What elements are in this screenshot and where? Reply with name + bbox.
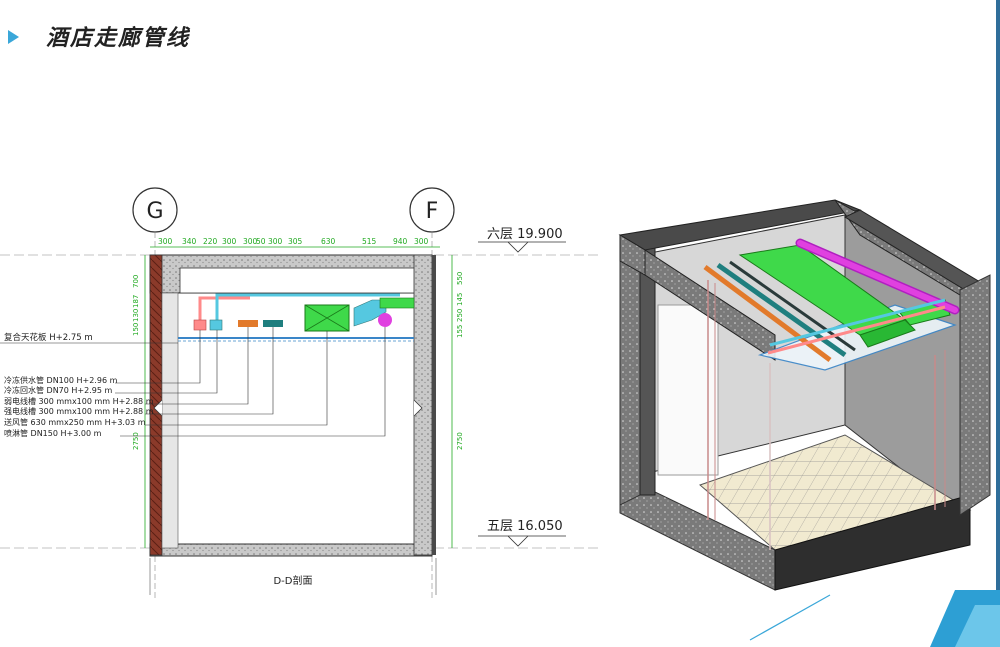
dim-top-7: 305 xyxy=(288,237,303,246)
dim-left-0: 700 xyxy=(132,275,140,288)
grid-label-g: G xyxy=(146,199,163,224)
isometric-view xyxy=(618,199,991,591)
left-wall-finish xyxy=(161,292,179,549)
top-dimensions: 300 340 220 300 300 50 300 305 630 515 9… xyxy=(158,237,429,246)
pipe-label: 冷冻回水管 DN70 H+2.95 m xyxy=(4,385,112,395)
dim-top-6: 300 xyxy=(268,237,283,246)
iso-return-pipe xyxy=(769,298,946,347)
weak-current-tray xyxy=(238,320,258,327)
corner-decoration xyxy=(749,590,1000,647)
left-column xyxy=(619,234,641,506)
level-bottom-label: 五层 16.050 xyxy=(487,519,563,534)
dim-top-8: 630 xyxy=(321,237,336,246)
page-title: 酒店走廊管线 xyxy=(46,25,191,51)
pipe-label: 强电线槽 300 mmx100 mm H+2.88 m xyxy=(4,406,154,416)
dim-left-4: 2750 xyxy=(132,432,140,450)
level-marker-bottom xyxy=(507,535,529,547)
leader-lines xyxy=(115,327,386,437)
right-column xyxy=(959,274,991,516)
floor-slab-front xyxy=(774,494,971,591)
return-pipe-run xyxy=(215,293,400,322)
bottom-slab xyxy=(149,543,433,557)
pipe-label: 喷淋管 DN150 H+3.00 m xyxy=(4,428,102,438)
dim-top-4: 300 xyxy=(243,237,258,246)
dim-top-0: 300 xyxy=(158,237,173,246)
pipe-label-list: 冷冻供水管 DN100 H+2.96 m 冷冻回水管 DN70 H+2.95 m… xyxy=(4,375,154,438)
dim-right-1: 145 xyxy=(456,293,464,306)
triangle-right-icon xyxy=(8,30,19,44)
section-drawing: G F 300 340 220 300 300 50 300 305 630 5… xyxy=(0,187,600,600)
level-top-label: 六层 19.900 xyxy=(487,227,563,242)
front-top-beam xyxy=(644,249,776,361)
return-pipe xyxy=(209,319,223,331)
dim-right-2: 250 xyxy=(456,309,464,322)
right-edge-strip xyxy=(996,0,1000,647)
supply-pipe-run xyxy=(198,296,250,322)
dim-left-2: 150 xyxy=(132,323,140,336)
sprinkler-pipe xyxy=(378,313,392,327)
beam-void xyxy=(179,267,431,294)
dim-left-3: 187 xyxy=(132,295,140,308)
dim-left-1: 130 xyxy=(132,309,140,322)
pipe-label: 冷冻供水管 DN100 H+2.96 m xyxy=(4,375,118,385)
back-wall-panel xyxy=(657,304,719,476)
supply-pipe xyxy=(193,319,207,331)
dim-top-9: 515 xyxy=(362,237,377,246)
duct-transition xyxy=(353,299,387,327)
ceiling-label: 复合天花板 H+2.75 m xyxy=(4,332,93,343)
level-marker-top xyxy=(507,241,529,253)
iso-supply-pipe xyxy=(767,305,946,355)
pipe-label: 弱电线槽 300 mmx100 mm H+2.88 m xyxy=(4,396,154,406)
dim-top-11: 300 xyxy=(414,237,429,246)
dim-right-0: 550 xyxy=(456,272,464,285)
dim-top-5: 50 xyxy=(256,237,266,246)
dim-right-3: 155 xyxy=(456,325,464,338)
grid-label-f: F xyxy=(426,199,439,224)
title-bar: 酒店走廊管线 xyxy=(0,18,400,58)
dim-top-10: 940 xyxy=(393,237,408,246)
dim-top-1: 340 xyxy=(182,237,197,246)
dim-top-3: 300 xyxy=(222,237,237,246)
dim-right-4: 2750 xyxy=(456,432,464,450)
pipe-label: 送风管 630 mmx250 mm H+3.03 m xyxy=(4,417,146,427)
dim-top-2: 220 xyxy=(203,237,218,246)
iso-weak-tray xyxy=(703,264,832,363)
strong-current-tray xyxy=(263,320,283,327)
section-caption: D-D剖面 xyxy=(273,574,312,587)
